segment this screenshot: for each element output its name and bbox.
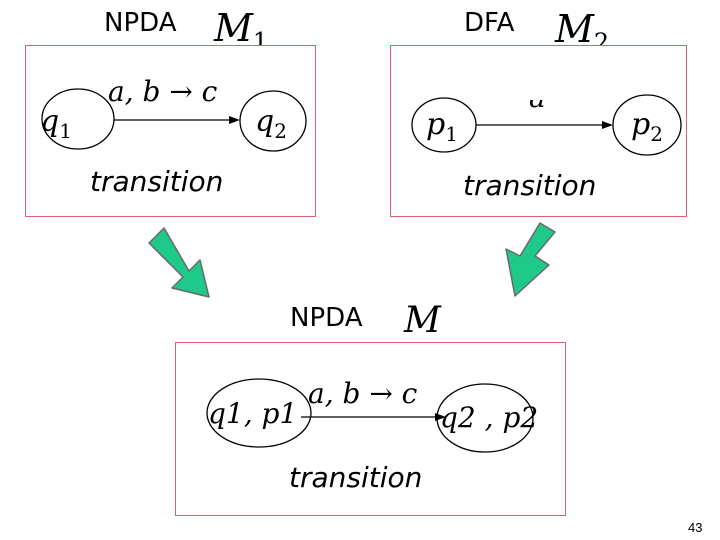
dfa-m2-caption: transition bbox=[463, 169, 597, 202]
transition-label-clip: a bbox=[529, 100, 553, 112]
transition-arrowhead bbox=[229, 116, 240, 124]
dfa-m2-type-label: DFA bbox=[464, 8, 515, 38]
npda-m-panel: q1, p1 q2 , p2 a, b → c transition bbox=[175, 342, 566, 516]
transition-label: a, b → c bbox=[308, 377, 418, 410]
transition-arrowhead bbox=[602, 121, 613, 129]
state-q2-circle bbox=[239, 90, 307, 152]
dfa-m2-transition-diagram bbox=[411, 94, 682, 156]
state-q1-circle bbox=[41, 88, 115, 150]
npda-m-machine-name: M bbox=[404, 300, 441, 341]
right-down-arrow bbox=[505, 222, 556, 297]
npda-m-transition-diagram bbox=[206, 378, 534, 453]
npda-m1-transition-diagram bbox=[41, 88, 307, 152]
state-q2p2-label: q2 , p2 bbox=[440, 401, 539, 434]
npda-m1-type-label: NPDA bbox=[104, 8, 177, 38]
npda-m1-machine-name: M1 bbox=[214, 6, 268, 56]
transition-arrowhead bbox=[435, 413, 446, 421]
dfa-m2-machine-letter: M bbox=[555, 7, 594, 51]
state-q1p1-label: q1, p1 bbox=[208, 397, 298, 430]
left-down-arrow bbox=[148, 227, 210, 298]
npda-m-caption: transition bbox=[289, 461, 423, 494]
npda-m1-machine-letter: M bbox=[214, 6, 253, 50]
npda-m1-panel: q1 q2 a, b → c transition bbox=[25, 45, 316, 217]
slide-number: 43 bbox=[688, 520, 703, 535]
state-p1-label: p1 bbox=[426, 107, 458, 146]
dfa-m2-panel: p1 p2 a transition bbox=[390, 45, 687, 217]
state-q1p1-circle bbox=[206, 378, 312, 448]
state-q2-label: q2 bbox=[255, 104, 287, 143]
state-q1-label: q1 bbox=[40, 104, 72, 143]
npda-m1-caption: transition bbox=[90, 165, 224, 198]
transition-label: a, b → c bbox=[108, 75, 218, 108]
transition-label: a bbox=[529, 100, 553, 112]
state-p2-label: p2 bbox=[631, 107, 663, 146]
npda-m-type-label: NPDA bbox=[290, 303, 363, 333]
